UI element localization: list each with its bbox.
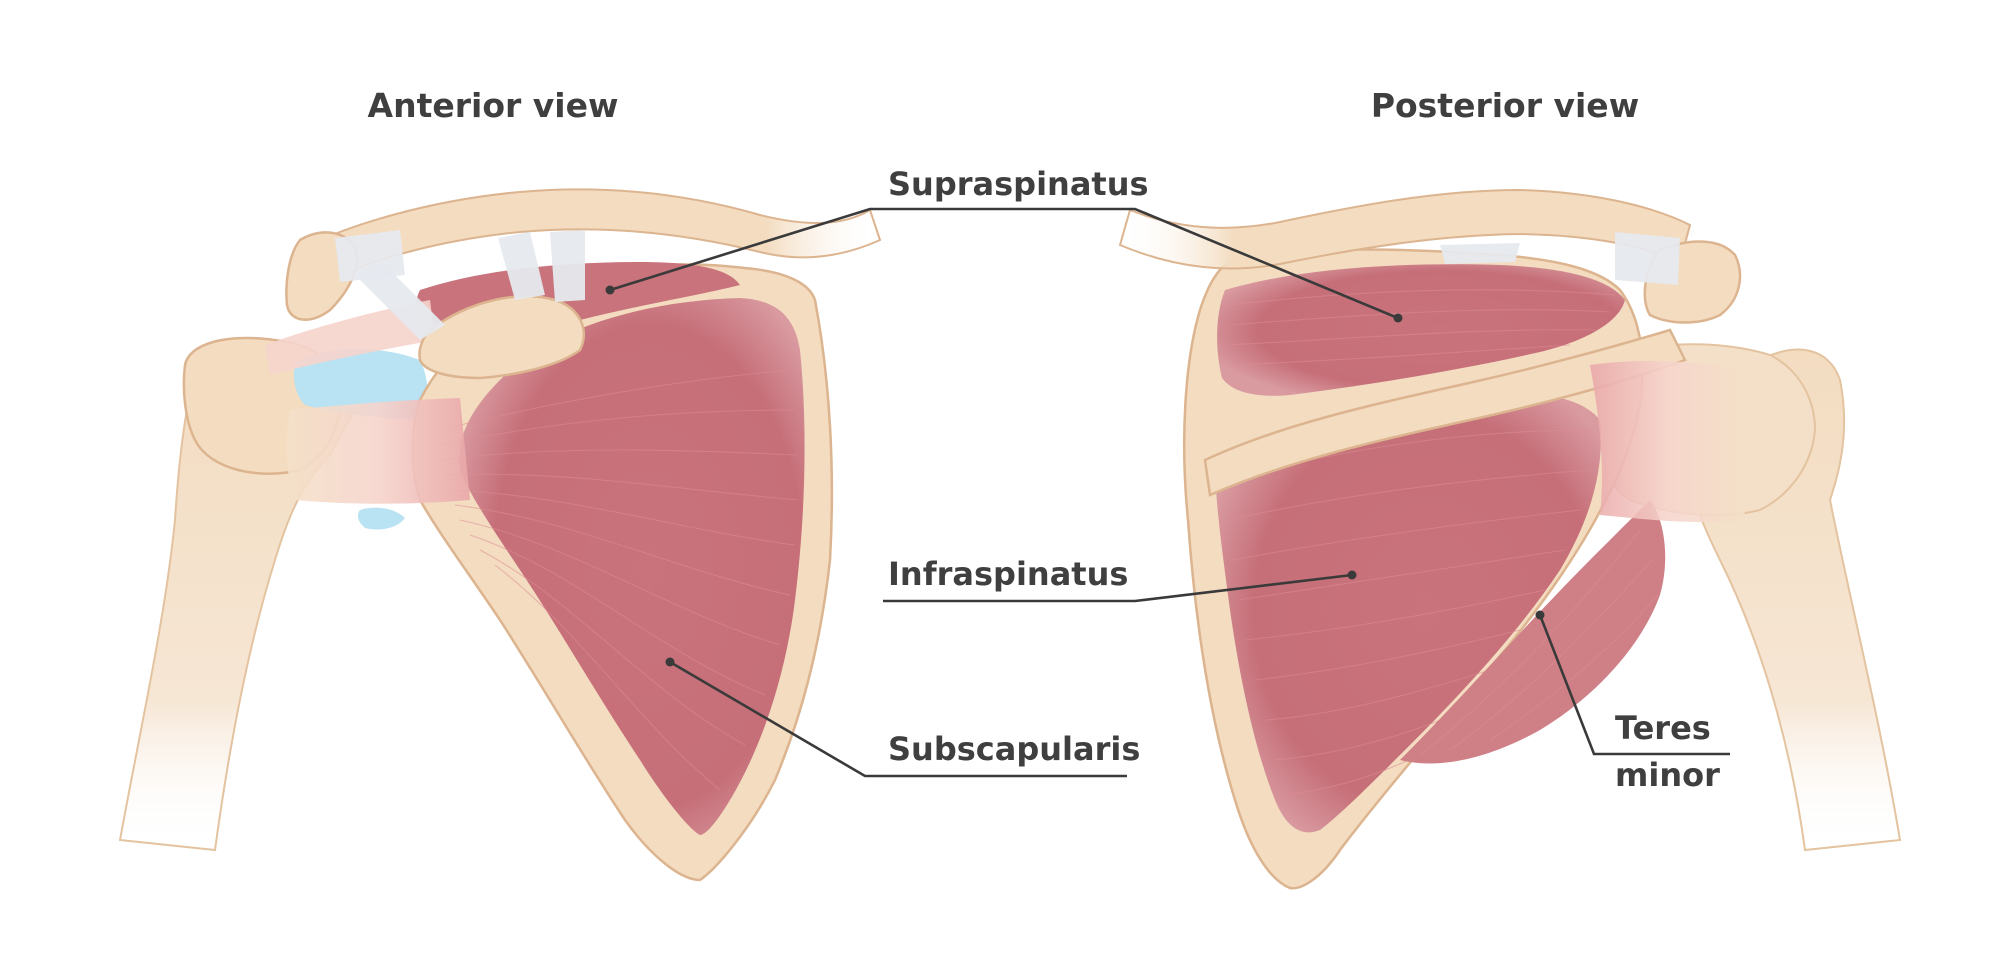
subscapularis-callout: Subscapularis — [665, 657, 1140, 778]
subscapularis-leader — [669, 660, 1127, 778]
teres-minor-muscle — [1400, 500, 1666, 764]
supraspinatus-fibers — [1227, 289, 1616, 366]
subscapularis-tendon — [286, 398, 470, 504]
anterior-supraspinatus-tendon — [265, 300, 435, 375]
infraspinatus-leader — [883, 573, 1353, 603]
subscapularis-muscle — [459, 298, 805, 835]
supraspinatus-callout: Supraspinatus — [605, 165, 1403, 323]
teres-minor-label-line2: minor — [1615, 756, 1720, 794]
supraspinatus-muscle — [1217, 264, 1625, 396]
posterior-coracoclavicular-ligament — [1440, 243, 1520, 264]
anterior-clavicle — [308, 188, 882, 282]
posterior-ac-ligament — [1615, 232, 1680, 285]
posterior-rotator-tendons — [1590, 360, 1745, 523]
teres-minor-callout: Teres minor — [1535, 610, 1730, 794]
supraspinatus-leader-anterior — [609, 207, 1399, 320]
anterior-view — [118, 188, 882, 882]
subscapularis-label: Subscapularis — [888, 730, 1140, 768]
teres-minor-dot — [1535, 610, 1545, 620]
anterior-coracoacromial-ligament — [355, 265, 445, 340]
anterior-coracoclavicular-ligament-2 — [550, 230, 585, 302]
teres-minor-fibers — [1419, 529, 1659, 756]
subscapularis-fibers — [439, 369, 799, 791]
anterior-coracoclavicular-ligament-1 — [498, 232, 545, 300]
infraspinatus-label: Infraspinatus — [888, 555, 1128, 593]
infraspinatus-fibers — [1224, 429, 1591, 796]
anterior-glenoid-cartilage-lower — [357, 507, 405, 530]
infraspinatus-dot — [1347, 570, 1357, 580]
scapular-spine — [1203, 328, 1687, 497]
infraspinatus-callout: Infraspinatus — [883, 555, 1357, 603]
teres-minor-label-line1: Teres — [1615, 709, 1711, 747]
supraspinatus-label: Supraspinatus — [888, 165, 1149, 203]
anterior-view-title: Anterior view — [368, 86, 619, 125]
infraspinatus-muscle — [1215, 392, 1601, 833]
posterior-view — [1118, 188, 1902, 890]
subscapularis-dot — [665, 657, 675, 667]
teres-minor-leader — [1538, 614, 1730, 756]
posterior-view-title: Posterior view — [1371, 86, 1639, 125]
supraspinatus-dot-posterior — [1393, 313, 1403, 323]
supraspinatus-dot-anterior — [605, 285, 615, 295]
